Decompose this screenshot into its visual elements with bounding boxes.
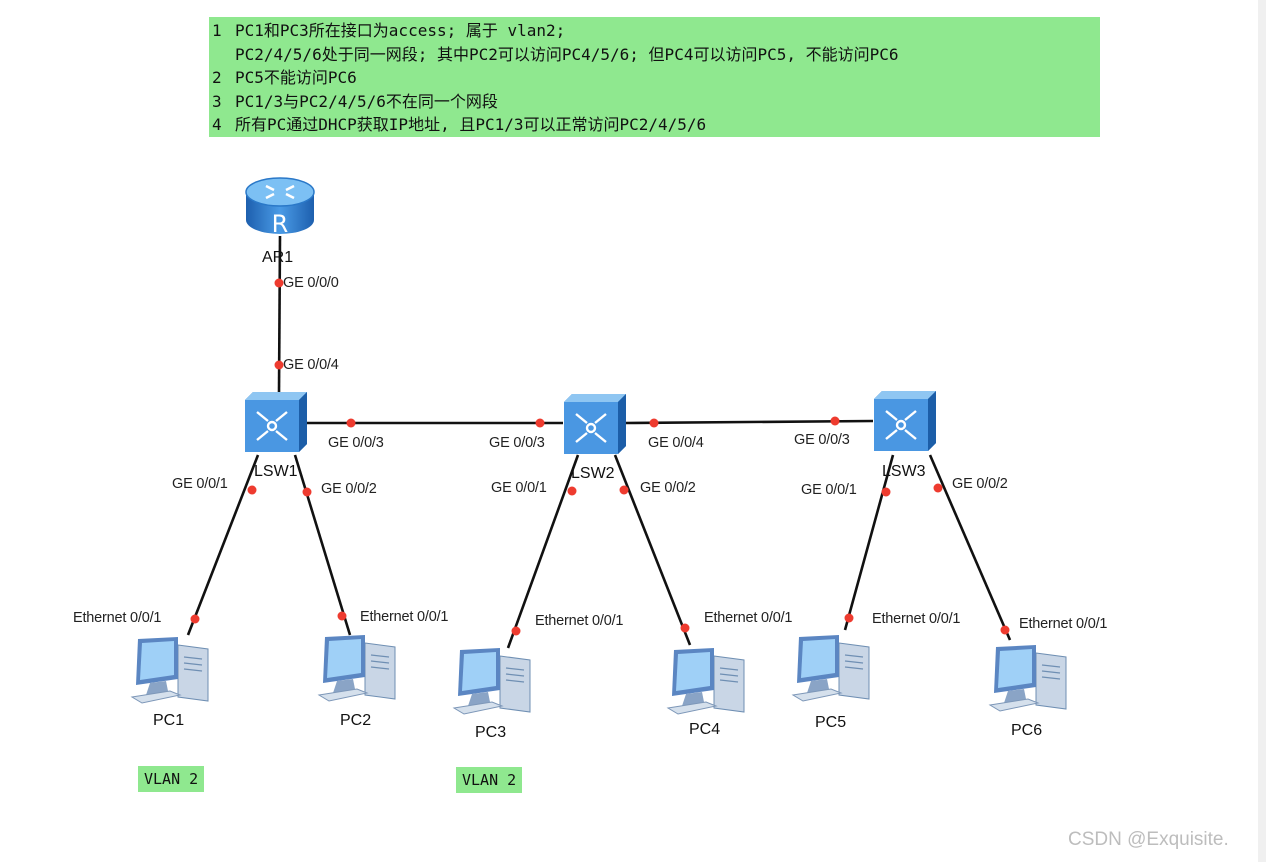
port-dot xyxy=(567,486,577,496)
vlan-tag: VLAN 2 xyxy=(456,767,523,793)
pc-label-3: PC3 xyxy=(475,724,507,741)
port-label: GE 0/0/4 xyxy=(283,357,339,373)
router-label: AR1 xyxy=(262,249,294,266)
port-label: GE 0/0/2 xyxy=(321,481,377,497)
port-dot xyxy=(511,626,521,636)
svg-text:R: R xyxy=(272,210,289,238)
link-lsw2-pc3 xyxy=(506,454,580,649)
vlan-tag: VLAN 2 xyxy=(138,766,205,792)
port-dot xyxy=(346,418,356,428)
port-dot xyxy=(680,623,690,633)
port-label: GE 0/0/1 xyxy=(491,480,547,496)
port-label: GE 0/0/3 xyxy=(489,435,545,451)
port-label: Ethernet 0/0/1 xyxy=(360,609,449,625)
port-dot xyxy=(830,416,840,426)
port-dot xyxy=(274,360,284,370)
port-label: GE 0/0/1 xyxy=(801,482,857,498)
pc-icon[interactable] xyxy=(452,646,534,718)
pc-label-4: PC4 xyxy=(689,721,721,738)
port-label: GE 0/0/2 xyxy=(952,476,1008,492)
port-dot xyxy=(844,613,854,623)
pc-label-5: PC5 xyxy=(815,714,847,731)
port-label: Ethernet 0/0/1 xyxy=(535,613,624,629)
switch-icon[interactable] xyxy=(243,390,309,454)
pc-label-6: PC6 xyxy=(1011,722,1043,739)
pc-label-1: PC1 xyxy=(153,712,185,729)
link-lsw2-pc4 xyxy=(613,454,692,646)
port-dot xyxy=(881,487,891,497)
switch-label-1: LSW1 xyxy=(254,463,298,480)
port-dot xyxy=(274,278,284,288)
port-label: GE 0/0/0 xyxy=(283,275,339,291)
pc-icon[interactable] xyxy=(666,646,748,718)
port-dot xyxy=(302,487,312,497)
watermark: CSDN @Exquisite. xyxy=(1068,829,1229,850)
port-dot xyxy=(619,485,629,495)
port-label: Ethernet 0/0/1 xyxy=(872,611,961,627)
port-label: GE 0/0/4 xyxy=(648,435,704,451)
port-label: Ethernet 0/0/1 xyxy=(73,610,162,626)
port-dot xyxy=(247,485,257,495)
pc-icon[interactable] xyxy=(130,635,212,707)
switch-label-3: LSW3 xyxy=(882,463,926,480)
port-dot xyxy=(1000,625,1010,635)
switch-icon[interactable] xyxy=(562,392,628,456)
port-dot xyxy=(337,611,347,621)
port-dot xyxy=(933,483,943,493)
link-lsw1-pc1 xyxy=(186,454,260,636)
port-dot xyxy=(535,418,545,428)
link-lsw3-pc5 xyxy=(843,454,895,631)
port-dot xyxy=(649,418,659,428)
pc-icon[interactable] xyxy=(988,643,1070,715)
window-edge xyxy=(1258,0,1266,862)
link-lsw1-pc2 xyxy=(293,454,352,636)
port-dot xyxy=(190,614,200,624)
switch-icon[interactable] xyxy=(872,389,938,453)
port-label: GE 0/0/3 xyxy=(794,432,850,448)
port-label: GE 0/0/1 xyxy=(172,476,228,492)
link-lsw3-pc6 xyxy=(928,454,1012,641)
pc-icon[interactable] xyxy=(317,633,399,705)
note-line-1b: PC2/4/5/6处于同一网段; 其中PC2可以访问PC4/5/6; 但PC4可… xyxy=(235,44,899,64)
port-label: Ethernet 0/0/1 xyxy=(704,610,793,626)
router-icon[interactable]: R xyxy=(244,172,316,240)
port-label: GE 0/0/3 xyxy=(328,435,384,451)
switch-label-2: LSW2 xyxy=(571,465,615,482)
port-label: Ethernet 0/0/1 xyxy=(1019,616,1108,632)
pc-icon[interactable] xyxy=(791,633,873,705)
port-label: GE 0/0/2 xyxy=(640,480,696,496)
pc-label-2: PC2 xyxy=(340,712,372,729)
